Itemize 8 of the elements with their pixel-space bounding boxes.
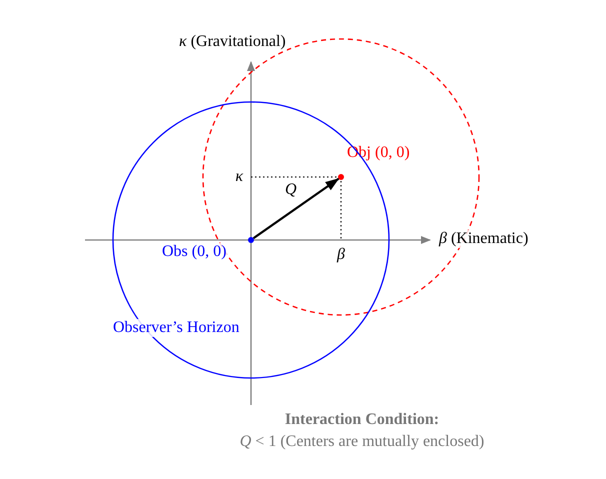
axis-label: κ (Gravitational)	[178, 33, 287, 51]
arrow	[252, 178, 340, 240]
edge-label: Q	[284, 180, 298, 198]
circle-label: Observer’s Horizon	[112, 319, 240, 337]
point-label: Obs (0, 0)	[161, 243, 228, 261]
caption-text: Q < 1 (Centers are mutually enclosed)	[238, 433, 486, 451]
tick-label: β	[336, 246, 346, 264]
axis-label: β (Kinematic)	[438, 230, 530, 248]
